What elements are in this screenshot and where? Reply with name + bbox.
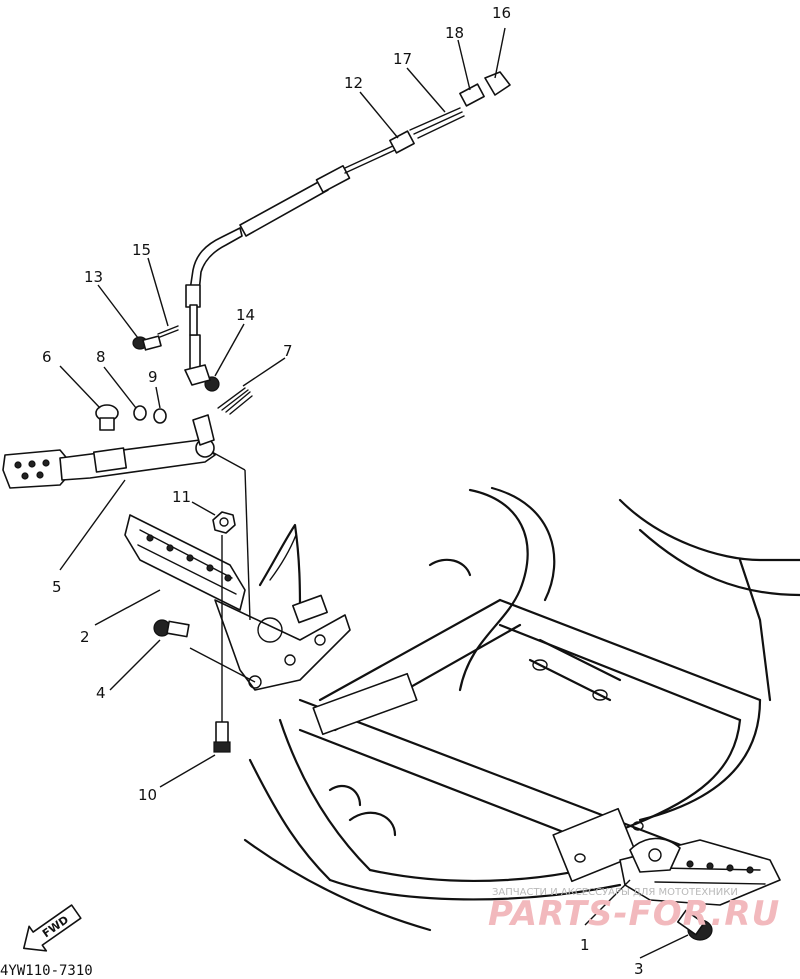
footrest-left-drawing — [124, 514, 351, 691]
watermark: ЗАПЧАСТИ И АКСЕССУАРЫ ДЛЯ МОТОТЕХНИКИ PA… — [488, 887, 780, 934]
label-14: 14 — [236, 306, 255, 324]
footrest-right-drawing — [619, 837, 781, 906]
label-16: 16 — [492, 4, 511, 22]
label-17: 17 — [393, 50, 412, 68]
label-5: 5 — [52, 578, 62, 596]
label-12: 12 — [344, 74, 363, 92]
label-3: 3 — [634, 960, 644, 978]
label-6: 6 — [42, 348, 52, 366]
label-4: 4 — [96, 684, 106, 702]
brake-pedal-drawing — [2, 414, 216, 489]
label-15: 15 — [132, 241, 151, 259]
label-8: 8 — [96, 348, 106, 366]
label-13: 13 — [84, 268, 103, 286]
diagram-code: 4YW110-7310 — [0, 963, 93, 979]
label-2: 2 — [80, 628, 90, 646]
label-9: 9 — [148, 368, 158, 386]
small-parts-drawing — [95, 325, 713, 941]
leader-lines — [59, 27, 689, 959]
watermark-subtitle: ЗАПЧАСТИ И АКСЕССУАРЫ ДЛЯ МОТОТЕХНИКИ — [492, 887, 738, 898]
watermark-brand: PARTS-FOR.RU — [488, 894, 780, 934]
label-7: 7 — [283, 342, 293, 360]
label-18: 18 — [445, 24, 464, 42]
label-10: 10 — [138, 786, 157, 804]
label-1: 1 — [580, 936, 590, 954]
part-labels: 16 18 17 12 15 13 14 7 6 8 9 11 5 2 4 10… — [42, 4, 644, 978]
cable-drawing — [185, 71, 511, 336]
label-11: 11 — [172, 488, 191, 506]
fwd-arrow: FWD — [22, 904, 82, 952]
frame-drawing — [243, 486, 800, 932]
